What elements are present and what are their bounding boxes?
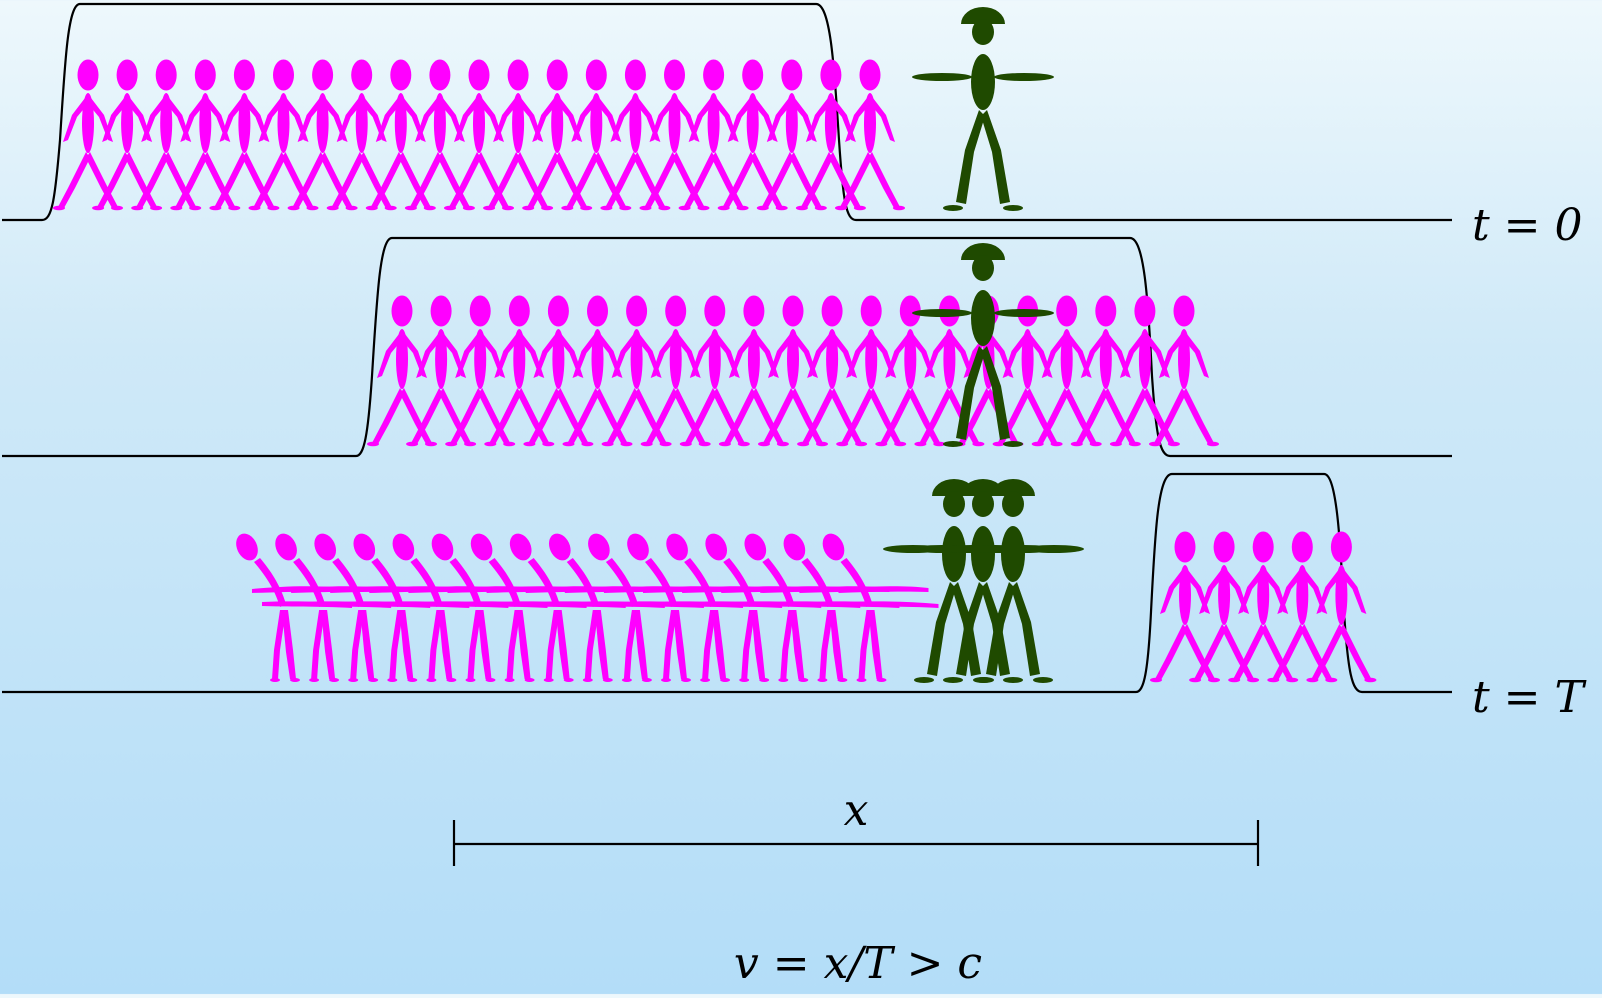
label-distance: x <box>844 785 869 836</box>
crowd-t0 <box>53 60 905 211</box>
crowd-tT <box>1150 532 1376 683</box>
label-tT: t = T <box>1472 672 1588 723</box>
crowd-t-mid <box>367 296 1219 447</box>
equation: v = x/T > c <box>734 938 982 989</box>
fallen-crowd-tT <box>232 530 938 682</box>
observer-t0 <box>912 7 1054 211</box>
label-t0: t = 0 <box>1472 200 1583 251</box>
